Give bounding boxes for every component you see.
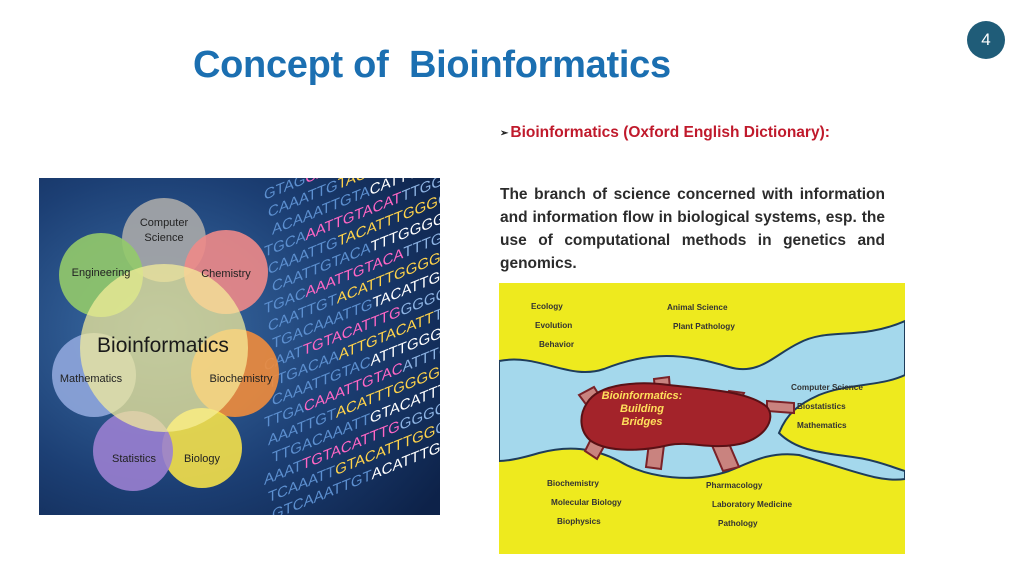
bridge-field-label: Pathology [718, 519, 758, 528]
bridge-field-label: Biophysics [557, 517, 601, 526]
venn-petal-label: Engineering [72, 267, 131, 279]
venn-petal-label: Biochemistry [210, 373, 273, 385]
definition-text: The branch of science concerned with inf… [500, 186, 885, 272]
bioinformatics-venn-image: GTAGCAAATTGTACATTTGGCAAATTGTACATTTGGGGCC… [39, 178, 440, 515]
bridge-field-label: Biostatistics [797, 402, 846, 411]
venn-petal-label: Statistics [112, 453, 157, 465]
venn-petal-label: Mathematics [60, 373, 123, 385]
venn-petal [122, 198, 206, 282]
bridge-field-label: Biochemistry [547, 479, 599, 488]
venn-center-label: Bioinformatics [97, 334, 229, 357]
definition-heading: ➢Bioinformatics (Oxford English Dictiona… [500, 124, 830, 142]
venn-petal-label: Biology [184, 453, 221, 465]
bridge-field-label: Molecular Biology [551, 498, 622, 507]
definition-heading-text: Bioinformatics (Oxford English Dictionar… [510, 124, 830, 141]
dna-sequence-background: GTAGCAAATTGTACATTTGGCAAATTGTACATTTGGGGCC… [264, 178, 440, 515]
bridge-field-label: Pharmacology [706, 481, 763, 490]
bridge-center-island [580, 382, 772, 451]
arrow-bullet-icon: ➢ [500, 128, 509, 139]
bridge-field-label: Computer Science [791, 383, 863, 392]
bridge-field-label: Behavior [539, 340, 575, 349]
slide-title: Concept of Bioinformatics [193, 44, 671, 86]
bridge-field-label: Plant Pathology [673, 322, 735, 331]
venn-petal-label: Chemistry [201, 268, 251, 280]
bridge-field-label: Laboratory Medicine [712, 500, 793, 509]
page-number-badge: 4 [967, 21, 1005, 59]
bridge-field-label: Evolution [535, 321, 572, 330]
bridge-field-label: Ecology [531, 302, 563, 311]
bridge-field-label: Animal Science [667, 303, 728, 312]
bridge-field-label: Mathematics [797, 421, 847, 430]
venn-center [80, 264, 248, 432]
